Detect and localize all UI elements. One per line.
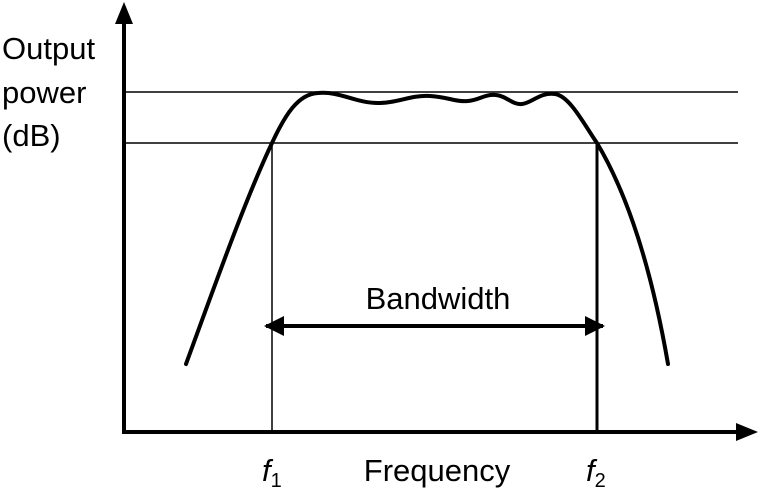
f2-label-sub: 2 [595, 470, 606, 492]
y-axis-label-line-3: (dB) [2, 118, 61, 153]
bandwidth-label: Bandwidth [366, 281, 511, 316]
f2-label: f2 [586, 453, 606, 492]
y-axis-label-line-1: Output [2, 31, 95, 66]
x-axis-arrowhead [736, 423, 758, 441]
response-curve [184, 90, 670, 366]
y-axis-label-line-2: power [2, 75, 86, 110]
f1-label-sub: 1 [271, 470, 282, 492]
f1-label: f1 [262, 453, 282, 492]
y-axis-arrowhead [115, 2, 133, 24]
x-axis-label: Frequency [364, 453, 511, 488]
